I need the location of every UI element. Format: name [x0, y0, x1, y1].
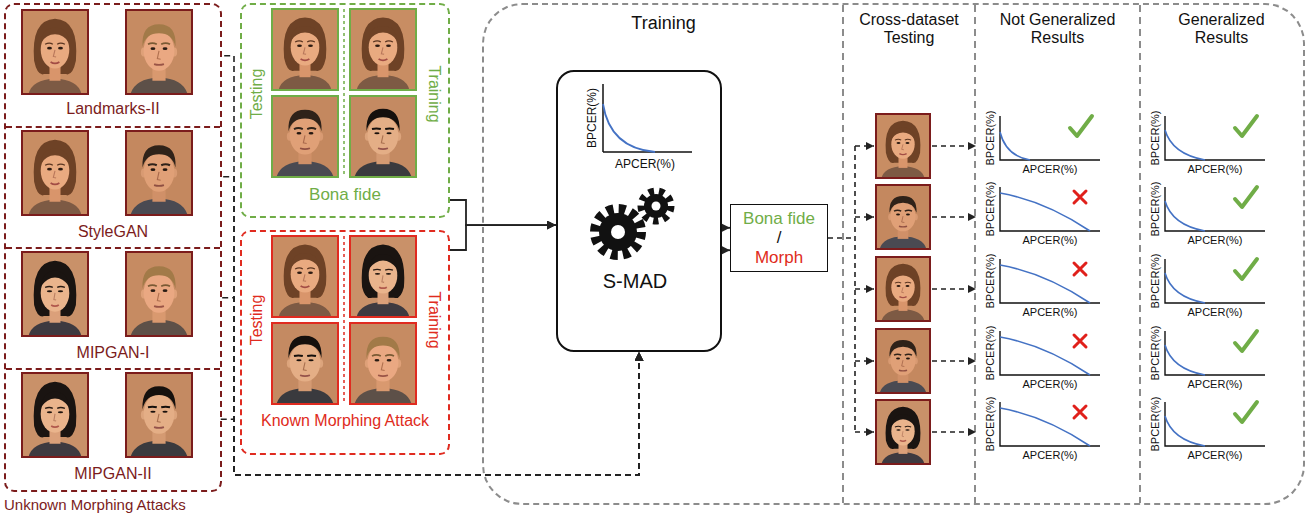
axis-label: APCER(%) [1010, 163, 1090, 176]
text-holder: Bona fide [242, 185, 448, 205]
node-label: Testing [248, 295, 266, 346]
test-fan-out [828, 146, 976, 432]
node-label: Landmarks-II [6, 100, 220, 118]
pipeline-region: Training Cross-dataset Testing Not General… [482, 3, 1305, 505]
connector [220, 352, 639, 475]
axis-label: BPCER(%) [984, 253, 997, 308]
axis-label: BPCER(%) [1149, 110, 1162, 165]
text-holder: S-MAD [558, 270, 712, 293]
text-holder: APCER(%) [1010, 306, 1090, 319]
node-label: MIPGAN-I [6, 344, 220, 362]
node-text: Known Morphing Attack [242, 412, 448, 430]
text-holder: Unknown Morphing Attacks [4, 496, 244, 513]
text-holder: APCER(%) [1010, 234, 1090, 247]
face-photo [876, 114, 930, 464]
attack-section: StyleGAN [6, 126, 220, 247]
gear-icon [596, 192, 670, 254]
axis-label: APCER(%) [1175, 163, 1255, 176]
axis-label: BPCER(%) [1149, 253, 1162, 308]
connector [220, 177, 639, 475]
connector [722, 227, 730, 229]
connector [722, 249, 730, 251]
node-label: MIPGAN-II [6, 465, 220, 483]
axis-label: APCER(%) [1175, 378, 1255, 391]
axis-label: BPCER(%) [984, 325, 997, 380]
axis-label: BPCER(%) [1149, 325, 1162, 380]
node-text: Bona fide [242, 185, 448, 205]
process-box: BPCER(%) APCER(%) S-MAD [556, 70, 722, 352]
face-photo [272, 236, 416, 404]
text-holder: APCER(%) [1175, 449, 1255, 462]
attack-section: MIPGAN-II [6, 368, 220, 490]
text-holder: Cross-dataset Testing [843, 11, 975, 48]
node-text: / [777, 228, 782, 248]
axis-label: BPCER(%) [1149, 181, 1162, 236]
text-holder: APCER(%) [1010, 163, 1090, 176]
attack-section: Landmarks-II [6, 5, 220, 126]
node-label: BPCER(%) [586, 88, 600, 148]
axis-label: APCER(%) [1010, 234, 1090, 247]
connector [450, 225, 556, 250]
text-holder: Not Generalized Results [975, 11, 1140, 48]
axis-label: BPCER(%) [984, 110, 997, 165]
output-box: Bona fide/Morph [730, 204, 828, 272]
text-holder: StyleGAN [6, 223, 220, 241]
known-attack-group: Testing TrainingKnown Morphing Attack [240, 230, 450, 455]
face-photo [272, 9, 416, 177]
axis-label: BPCER(%) [1149, 396, 1162, 451]
text-holder: APCER(%) [1175, 306, 1255, 319]
axis-label: BPCER(%) [984, 396, 997, 451]
text-holder: APCER(%) [1010, 378, 1090, 391]
connector [450, 200, 556, 225]
node-text: Morph [755, 248, 803, 268]
text-holder: APCER(%) [1175, 163, 1255, 176]
text-holder: APCER(%) [1175, 234, 1255, 247]
axis-label: APCER(%) [1010, 306, 1090, 319]
text-holder: Landmarks-II [6, 100, 220, 118]
axis-label: APCER(%) [1010, 449, 1090, 462]
node-label: Testing [248, 69, 266, 120]
s-mad-chart [603, 84, 692, 152]
attack-group: Unknown Morphing AttacksLandmarks-IIStyl… [4, 3, 222, 492]
node-label: Unknown Morphing Attacks [4, 496, 244, 513]
connector [220, 56, 639, 475]
text-holder: Morph [755, 248, 803, 268]
node-label: Training [484, 13, 843, 34]
text-holder: MIPGAN-I [6, 344, 220, 362]
text-holder: Generalized Results [1140, 11, 1303, 48]
axis-label: APCER(%) [1010, 378, 1090, 391]
bona-fide-group: Testing TrainingBona fide [240, 3, 450, 218]
node-text: Training [425, 291, 443, 348]
text-holder: Bona fide [743, 209, 815, 229]
text-holder: Training [484, 13, 843, 34]
axis-label: APCER(%) [1175, 234, 1255, 247]
axis-label: BPCER(%) [984, 181, 997, 236]
text-holder: APCER(%) [1010, 449, 1090, 462]
node-text: S-MAD [558, 270, 712, 293]
text-holder: / [777, 228, 782, 248]
text-holder: APCER(%) [1175, 378, 1255, 391]
attack-section: MIPGAN-I [6, 247, 220, 368]
node-label: StyleGAN [6, 223, 220, 241]
text-holder: MIPGAN-II [6, 465, 220, 483]
node-text: APCER(%) [605, 158, 685, 172]
axis-label: APCER(%) [1175, 449, 1255, 462]
node-text: Cross-dataset Testing [854, 11, 964, 48]
node-label: Bona fide [743, 209, 815, 229]
node-text: Generalized Results [1165, 11, 1278, 48]
check-mark [1070, 116, 1257, 422]
text-holder: Known Morphing Attack [242, 412, 448, 430]
axis-label: APCER(%) [1175, 306, 1255, 319]
det-chart [1000, 116, 1265, 446]
column-separator [843, 5, 1140, 503]
text-holder: APCER(%) [605, 158, 685, 172]
node-text: Training [425, 65, 443, 122]
node-text: Not Generalized Results [983, 11, 1132, 48]
